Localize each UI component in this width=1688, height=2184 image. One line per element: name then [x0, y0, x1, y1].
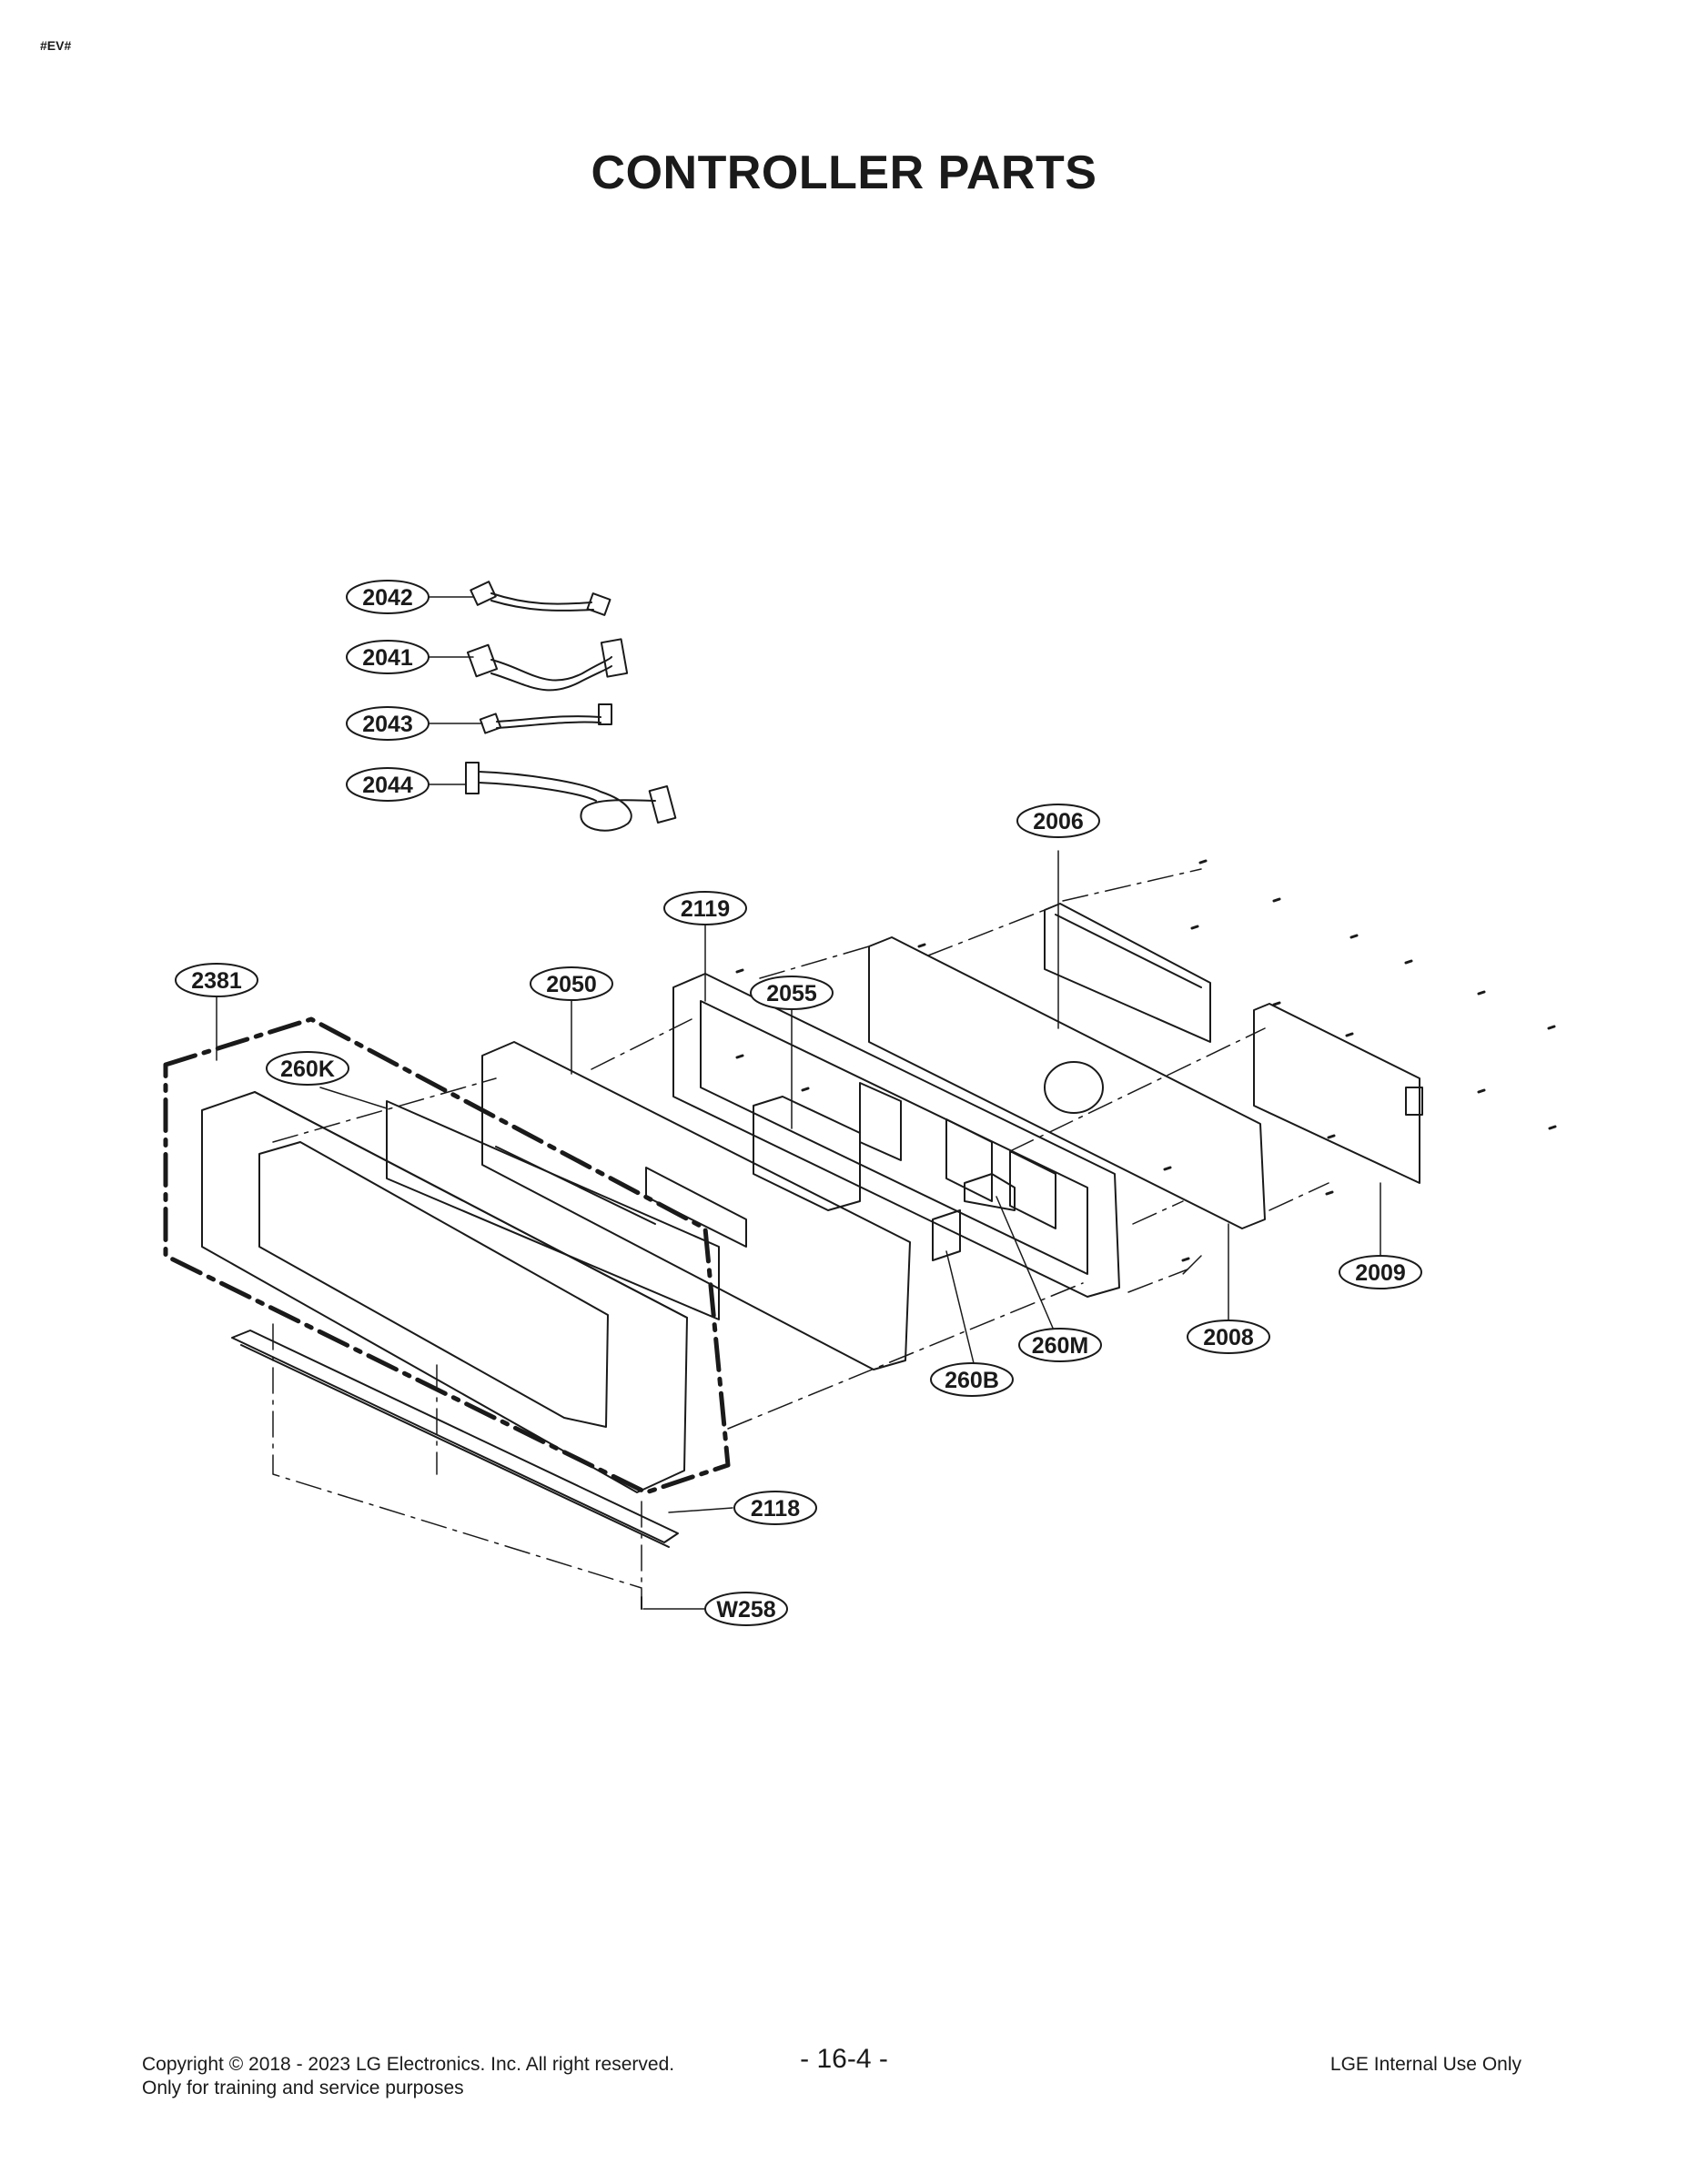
callout-label: 2381	[191, 968, 242, 994]
callout-2044: 2044	[346, 767, 430, 802]
document-mark: #EV#	[40, 38, 72, 53]
sensor-260M	[964, 1173, 1016, 1211]
callout-2381: 2381	[175, 963, 258, 997]
callout-label: 2041	[362, 645, 413, 671]
callout-label: 2006	[1033, 809, 1084, 834]
bracket-plate-2050	[481, 1041, 911, 1370]
callout-label: 2118	[751, 1496, 800, 1522]
internal-use-note: LGE Internal Use Only	[1329, 2054, 1521, 2075]
pcb-2009	[1253, 1003, 1423, 1184]
callout-260M: 260M	[1018, 1328, 1102, 1362]
callout-label: 260B	[945, 1368, 999, 1393]
callout-2055: 2055	[750, 976, 834, 1010]
footer-copyright: Copyright © 2018 - 2023 LG Electronics. …	[142, 2053, 674, 2100]
page-number: - 16-4 -	[800, 2044, 888, 2074]
sensor-260B	[932, 1209, 961, 1261]
callout-label: 2042	[362, 585, 413, 611]
callout-label: 2119	[681, 896, 730, 922]
controller-bracket-2119	[672, 973, 1120, 1298]
callout-2009: 2009	[1339, 1255, 1422, 1289]
callout-label: 2050	[546, 972, 597, 997]
wire-harness-2044	[465, 762, 677, 832]
wire-harness-2043	[479, 703, 612, 734]
rear-panel	[868, 936, 1266, 1229]
callout-2050: 2050	[530, 966, 613, 1001]
callout-label: 260K	[280, 1057, 335, 1082]
callout-2042: 2042	[346, 580, 430, 614]
callout-2041: 2041	[346, 640, 430, 674]
callout-label: 2055	[766, 981, 817, 1006]
wire-harness-2041	[466, 638, 629, 692]
callout-260K: 260K	[266, 1051, 349, 1086]
front-panel	[201, 1091, 688, 1493]
callout-label: 2009	[1355, 1260, 1406, 1286]
wire-harness-2042	[470, 581, 612, 616]
panel-outline-2381	[163, 1016, 731, 1495]
bottom-trim-2118	[231, 1330, 679, 1548]
callout-label: 2043	[362, 712, 413, 737]
page-title: CONTROLLER PARTS	[591, 147, 1097, 199]
callout-label: W258	[716, 1597, 775, 1623]
callout-label: 2044	[362, 773, 413, 798]
callout-label: 2008	[1203, 1325, 1254, 1350]
touch-board-2055	[753, 1096, 861, 1211]
callout-2008: 2008	[1187, 1320, 1270, 1354]
pcb-2006	[1044, 903, 1211, 1043]
callout-W258: W258	[704, 1592, 788, 1626]
callout-2006: 2006	[1016, 804, 1100, 838]
callout-2118: 2118	[733, 1491, 817, 1525]
callout-2119: 2119	[663, 891, 747, 925]
callout-2043: 2043	[346, 706, 430, 741]
callout-label: 260M	[1032, 1333, 1089, 1359]
usage-note: Only for training and service purposes	[142, 2078, 464, 2098]
callout-260B: 260B	[930, 1362, 1014, 1397]
copyright-text: Copyright © 2018 - 2023 LG Electronics. …	[142, 2054, 675, 2075]
